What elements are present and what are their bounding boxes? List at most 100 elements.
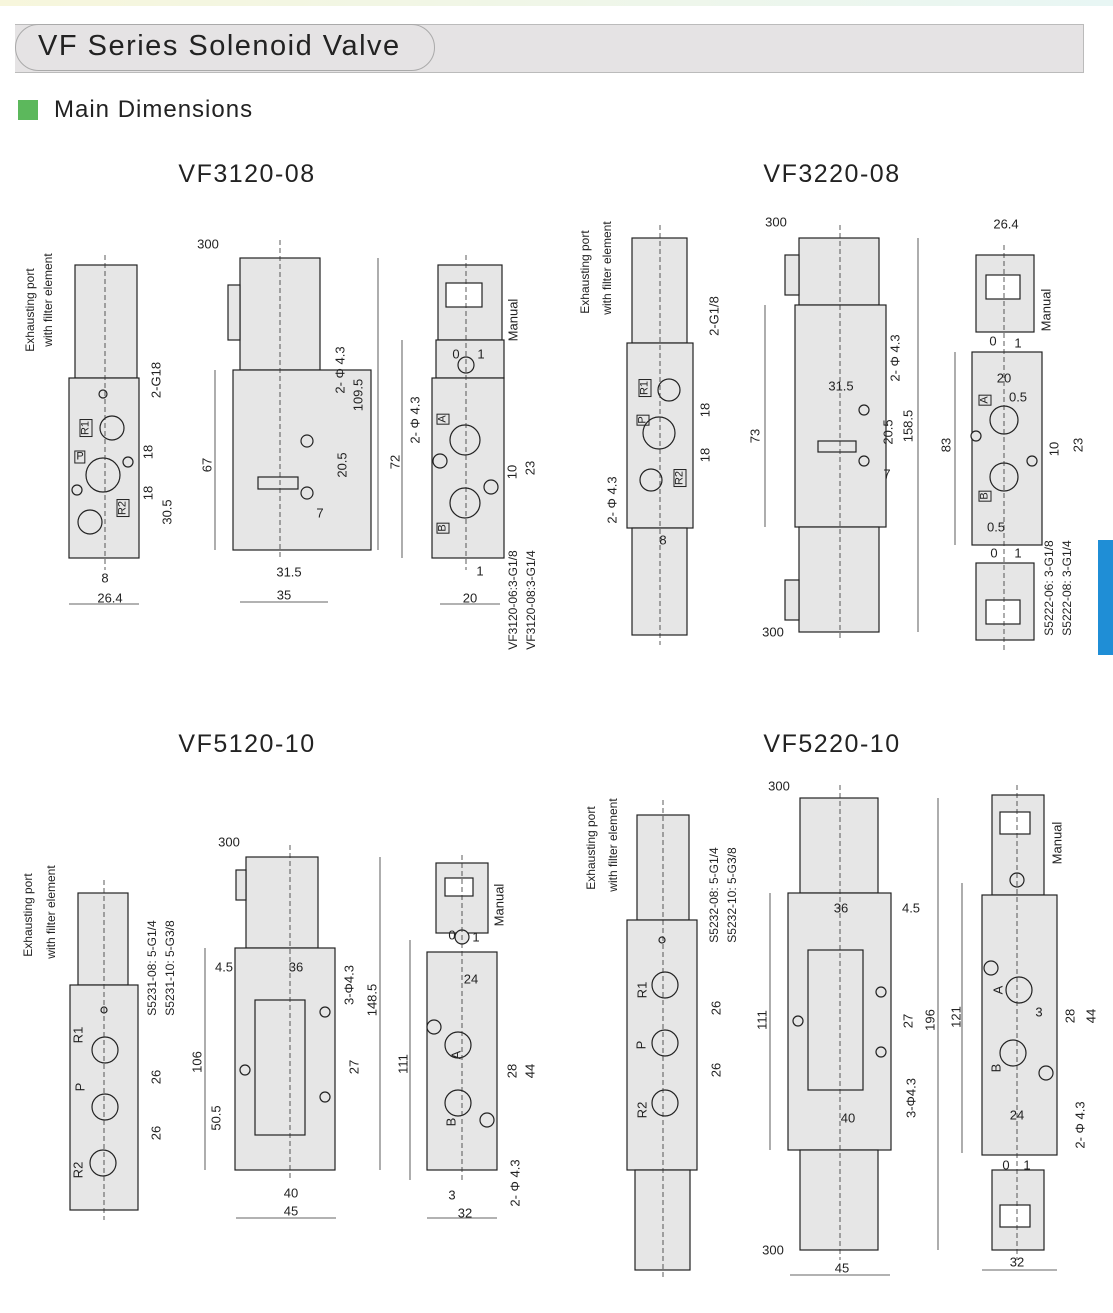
dim-label: 28 [504, 1063, 520, 1079]
vf3120-side-view [227, 257, 372, 551]
dim-label: 23 [1070, 437, 1086, 453]
dim-label: 40 [840, 1110, 856, 1126]
port-label: B [978, 490, 992, 502]
dim-label: with filter element [606, 798, 620, 892]
dim-label: 20 [462, 590, 478, 606]
dim-label: 2- Φ 4.3 [887, 334, 903, 382]
dim-label: 24 [463, 971, 479, 987]
dim-label: 20 [996, 370, 1012, 386]
manual-label: Manual [505, 298, 521, 342]
dim-label: Exhausting port [23, 268, 37, 352]
port-label: P [72, 1082, 88, 1092]
dim-label: 32 [1009, 1254, 1025, 1270]
dim-label: 300 [218, 834, 240, 850]
port-label: B [436, 522, 450, 534]
port-label: R1 [634, 981, 650, 999]
port-note: S5222-06: 3-G1/8 [1042, 540, 1056, 636]
dim-label: 121 [948, 1006, 964, 1028]
port-note: S5232-10: 5-G3/8 [725, 847, 739, 943]
dim-label: 0 [452, 346, 460, 362]
vf3120-front-view [68, 264, 140, 559]
dim-label: 3-Φ4.3 [903, 1077, 919, 1119]
title-pill [15, 24, 435, 71]
dim-label: Exhausting port [584, 806, 598, 890]
dim-label: 36 [288, 959, 304, 975]
section-title: Main Dimensions [54, 96, 254, 123]
dim-label: 3 [448, 1187, 456, 1203]
top-band [0, 0, 1113, 6]
dim-label: 32 [457, 1205, 473, 1221]
port-label: R1 [70, 1026, 86, 1044]
centerlines [103, 225, 1018, 1280]
port-label: A [448, 1050, 464, 1060]
port-label: R1 [638, 378, 652, 398]
dim-label: 28 [1062, 1008, 1078, 1024]
dim-label: 26.4 [97, 590, 123, 606]
dim-label: 106 [189, 1051, 205, 1073]
dim-label: 31.5 [276, 564, 302, 580]
dim-label: 8 [101, 570, 109, 586]
port-label: R2 [70, 1161, 86, 1179]
dim-label: 24 [1009, 1107, 1025, 1123]
dim-label: 35 [276, 587, 292, 603]
model-title: VF5120-10 [178, 730, 316, 758]
dim-label: 26 [148, 1125, 164, 1141]
dim-label: 18 [140, 485, 156, 501]
dim-label: 2-G18 [148, 361, 164, 399]
dim-label: 31.5 [828, 378, 854, 394]
dim-label: 300 [197, 236, 219, 252]
dim-label: 158.5 [900, 409, 916, 443]
port-label: R2 [634, 1101, 650, 1119]
dim-label: 2-G1/8 [706, 296, 722, 336]
dim-label: with filter element [600, 221, 614, 315]
section-marker [18, 100, 38, 120]
dim-label: 30.5 [159, 499, 175, 525]
port-label: R2 [673, 468, 687, 488]
manual-label: Manual [491, 883, 507, 927]
dim-label: 0 [448, 927, 456, 943]
model-title: VF3120-08 [178, 160, 316, 188]
dim-label: 300 [762, 1242, 784, 1258]
dim-label: 18 [697, 447, 713, 463]
dim-label: 111 [395, 1054, 411, 1074]
dim-label: Exhausting port [21, 873, 35, 957]
port-note: S5231-10: 5-G3/8 [163, 920, 177, 1016]
dim-label: 0 [990, 545, 998, 561]
dim-label: 109.5 [350, 378, 366, 412]
side-tab[interactable] [1098, 540, 1113, 655]
vf3220-end-view [970, 254, 1043, 641]
port-label: R2 [116, 498, 130, 518]
dim-label: 2- Φ 4.3 [507, 1159, 523, 1207]
dim-label: 26.4 [993, 216, 1019, 232]
dim-label: 45 [283, 1203, 299, 1219]
dim-label: 45 [834, 1260, 850, 1276]
port-label: P [636, 414, 650, 426]
port-label: P [633, 1040, 649, 1050]
dim-label: 1 [472, 929, 480, 945]
dim-label: 300 [768, 778, 790, 794]
port-label: B [443, 1117, 459, 1127]
port-note: S5231-08: 5-G1/4 [145, 920, 159, 1016]
dim-label: 1 [1014, 545, 1022, 561]
dim-label: 36 [833, 900, 849, 916]
dim-label: 3 [1035, 1004, 1043, 1020]
dim-label: 2- Φ 4.3 [1072, 1101, 1088, 1149]
dim-label: 2- Φ 4.3 [407, 396, 423, 444]
dim-label: 300 [765, 214, 787, 230]
dim-label: 0 [989, 333, 997, 349]
dim-label: 44 [522, 1063, 538, 1079]
dim-label: 7 [883, 466, 891, 482]
dim-label: 1 [476, 563, 484, 579]
dim-label: 8 [659, 532, 667, 548]
port-label: P [74, 450, 86, 464]
dim-label: 0 [1002, 1157, 1010, 1173]
page-title: VF Series Solenoid Valve [38, 30, 401, 62]
dim-label: with filter element [41, 253, 55, 347]
port-note: S5222-08: 3-G1/4 [1060, 540, 1074, 636]
dim-label: 83 [938, 437, 954, 453]
dim-label: 26 [708, 1062, 724, 1078]
dim-label: 23 [522, 460, 538, 476]
dim-label: 3-Φ4.3 [341, 964, 357, 1006]
